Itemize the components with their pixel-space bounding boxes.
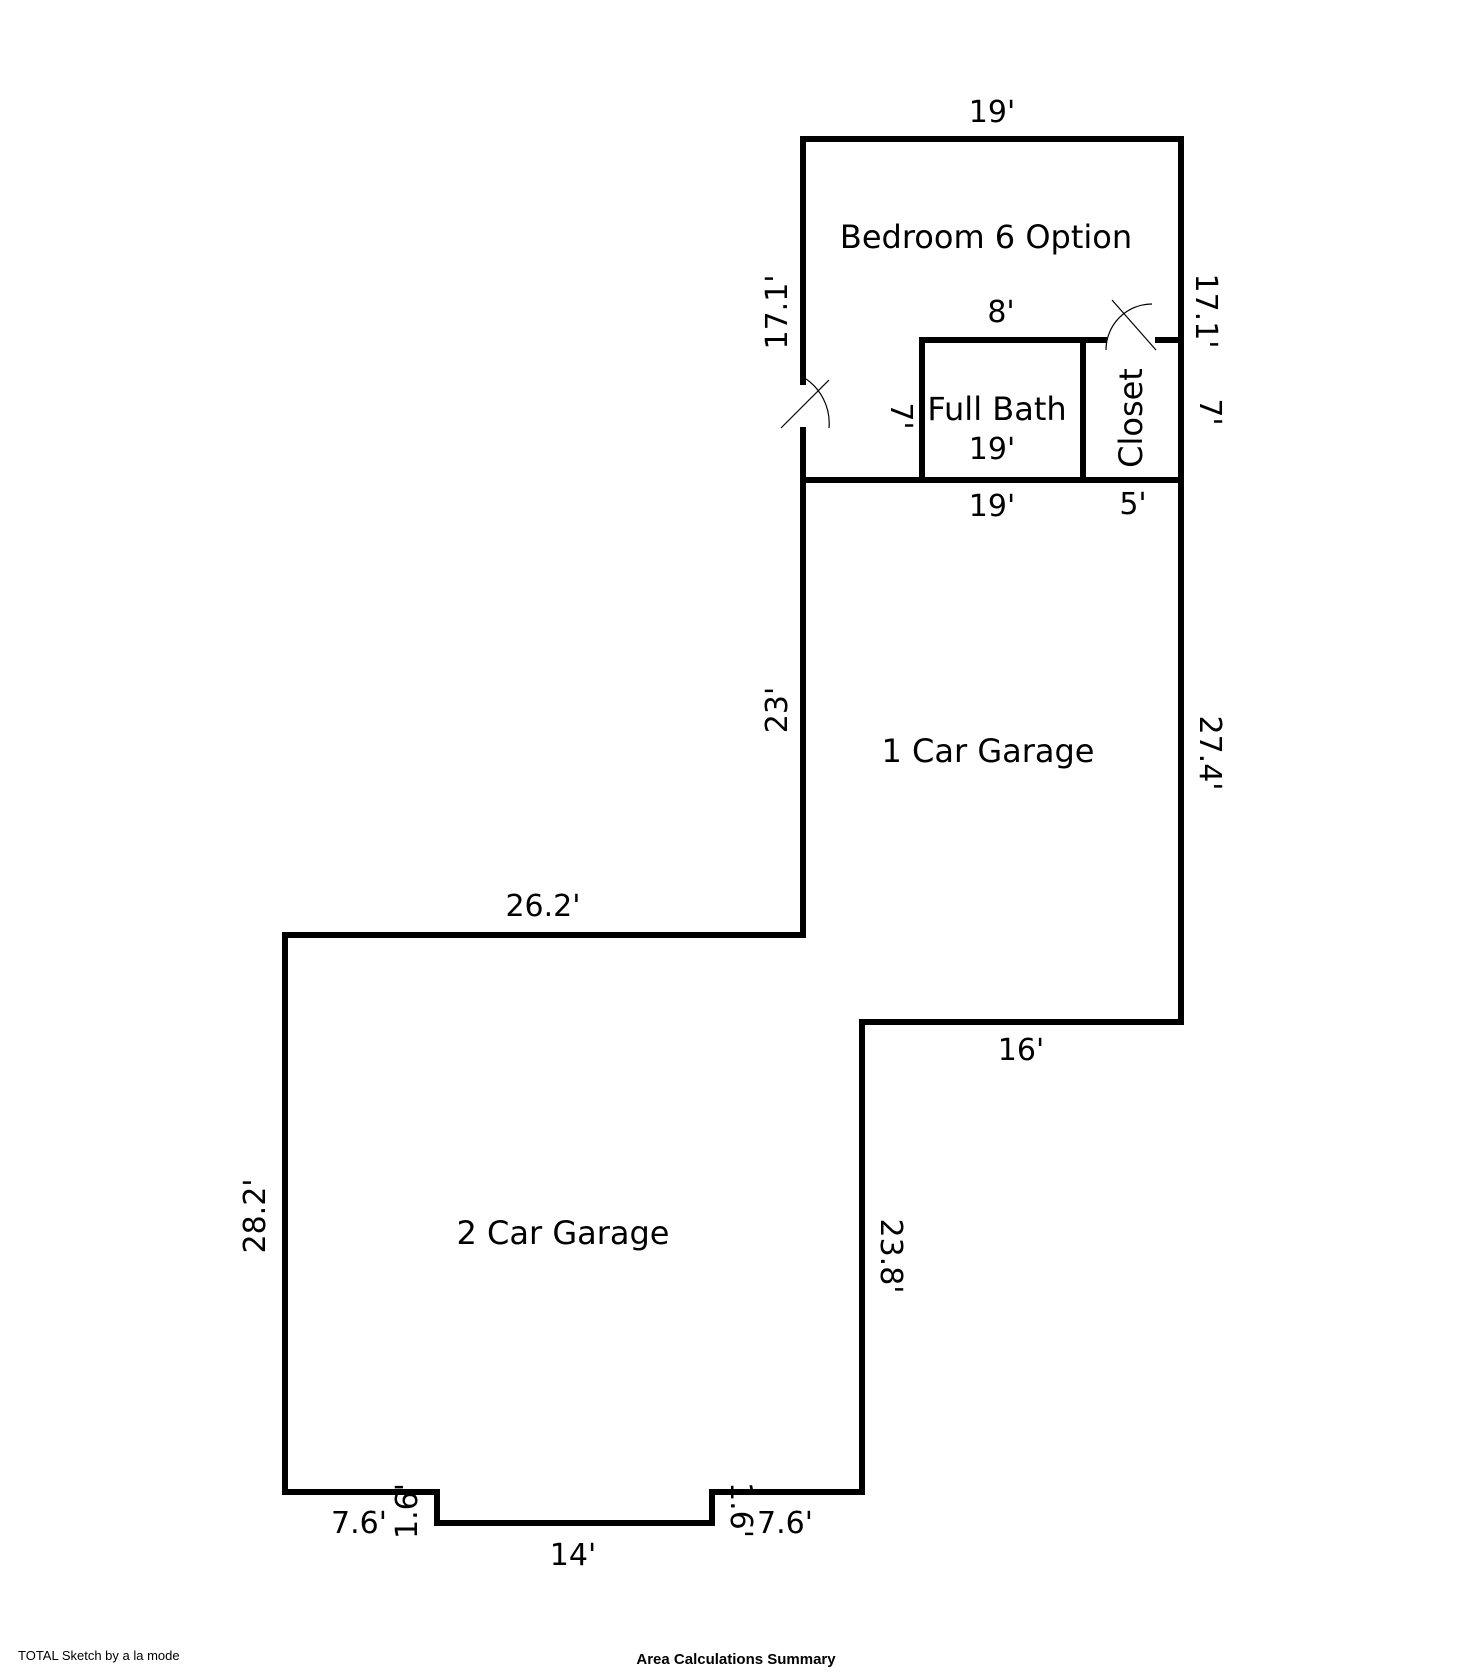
dim-garage1-left: 23' — [760, 687, 795, 733]
dim-partition-bottom: 19' — [969, 489, 1015, 524]
dim-closet-bottom: 5' — [1119, 487, 1146, 522]
dim-garage2-top: 26.2' — [505, 889, 580, 924]
area-summary-heading: Area Calculations Summary — [636, 1651, 836, 1668]
software-credit: TOTAL Sketch by a la mode — [18, 1648, 180, 1663]
dim-door-left-step: 1.6' — [390, 1483, 425, 1539]
dim-garage2-left: 28.2' — [238, 1178, 273, 1253]
dim-door-right-step: 1.6' — [723, 1482, 758, 1538]
dim-bedroom-left: 17.1' — [760, 274, 795, 349]
dim-garage1-bottom: 16' — [998, 1033, 1044, 1068]
bath-wall — [919, 337, 1107, 483]
dim-bedroom-right: 17.1' — [1188, 273, 1223, 348]
garage-outline — [282, 932, 1184, 1526]
dim-door-right-width: 7.6' — [757, 1506, 813, 1541]
closet-label: Closet — [1112, 368, 1150, 468]
room-labels: Bedroom 6 Option Full Bath Closet 1 Car … — [457, 218, 1150, 1252]
doors — [780, 299, 1157, 429]
bedroom-label: Bedroom 6 Option — [840, 218, 1132, 256]
garage-1-label: 1 Car Garage — [882, 732, 1095, 770]
garage-2-label: 2 Car Garage — [457, 1214, 670, 1252]
dim-closet-side: 7' — [1192, 398, 1227, 425]
dim-door-left-width: 7.6' — [331, 1506, 387, 1541]
bedroom-wall-top — [800, 136, 1184, 385]
closet-door-leaf-icon — [1111, 299, 1157, 351]
walls — [282, 136, 1184, 1526]
full-bath-label: Full Bath — [927, 390, 1066, 428]
bedroom-door-leaf-icon — [780, 379, 830, 429]
dim-bath-top: 8' — [987, 295, 1014, 330]
dimension-labels: 19' 17.1' 17.1' 8' 7' 19' 7' 19' 5' 23' … — [238, 95, 1227, 1573]
dim-bedroom-top: 19' — [969, 95, 1015, 130]
bedroom-door-swing-icon — [802, 376, 830, 429]
dim-garage2-right: 23.8' — [873, 1218, 908, 1293]
dim-bath-width: 19' — [969, 432, 1015, 467]
dim-door-opening: 14' — [550, 1538, 596, 1573]
dim-bath-side: 7' — [883, 402, 918, 429]
closet-door-swing-icon — [1105, 303, 1153, 351]
dim-garage1-right: 27.4' — [1192, 715, 1227, 790]
